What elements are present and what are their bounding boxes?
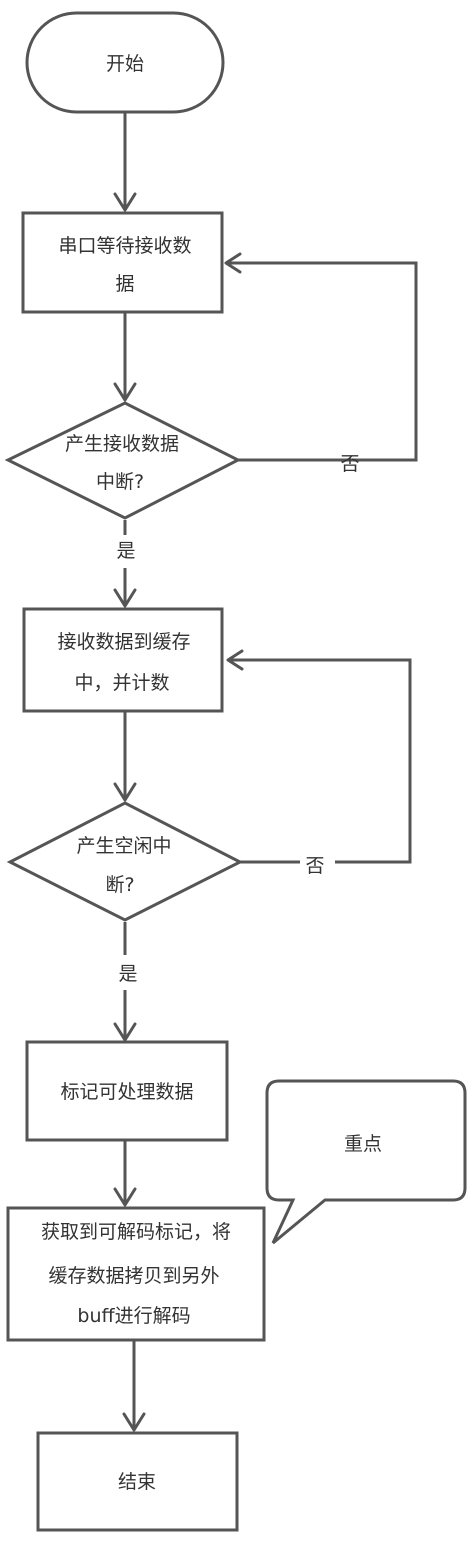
copy-decode-label-line1: 获取到可解码标记，将 (41, 1221, 231, 1243)
start-label: 开始 (106, 53, 144, 75)
mark-ready-label: 标记可处理数据 (60, 1081, 193, 1103)
wait-serial-label-line1: 串口等待接收数 (58, 235, 191, 257)
idle-interrupt-label-line2: 断? (105, 874, 134, 896)
rx-buffer-node: 接收数据到缓存 中，并计数 (22, 607, 224, 713)
idle-interrupt-decision: 产生空闲中 断? (6, 801, 244, 922)
mark-ready-node: 标记可处理数据 (25, 1040, 229, 1142)
idle-interrupt-label-line1: 产生空闲中 (76, 835, 171, 857)
end-node: 结束 (36, 1431, 239, 1532)
end-label: 结束 (118, 1471, 156, 1493)
rx-interrupt-label-line2: 中断? (96, 471, 144, 493)
rx-yes-label: 是 (116, 540, 135, 562)
rx-interrupt-decision: 产生接收数据 中断? (4, 401, 242, 520)
rx-no-label: 否 (340, 453, 359, 475)
rx-buffer-label-line2: 中，并计数 (74, 672, 169, 694)
copy-decode-label-line2: 缓存数据拷贝到另外 (48, 1265, 219, 1287)
connectors (113, 112, 418, 1432)
callout-label: 重点 (344, 1133, 382, 1155)
callout-bubble: 重点 (265, 1079, 467, 1245)
start-node: 开始 (25, 11, 225, 114)
copy-decode-node: 获取到可解码标记，将 缓存数据拷贝到另外 buff进行解码 (6, 1206, 266, 1342)
idle-yes-label: 是 (118, 963, 137, 985)
wait-serial-label-line2: 据 (115, 273, 134, 295)
rx-interrupt-label-line1: 产生接收数据 (65, 433, 179, 455)
idle-no-label: 否 (305, 855, 324, 877)
rx-buffer-label-line1: 接收数据到缓存 (57, 631, 190, 653)
wait-serial-node: 串口等待接收数 据 (21, 211, 224, 314)
copy-decode-label-line3: buff进行解码 (77, 1305, 190, 1327)
